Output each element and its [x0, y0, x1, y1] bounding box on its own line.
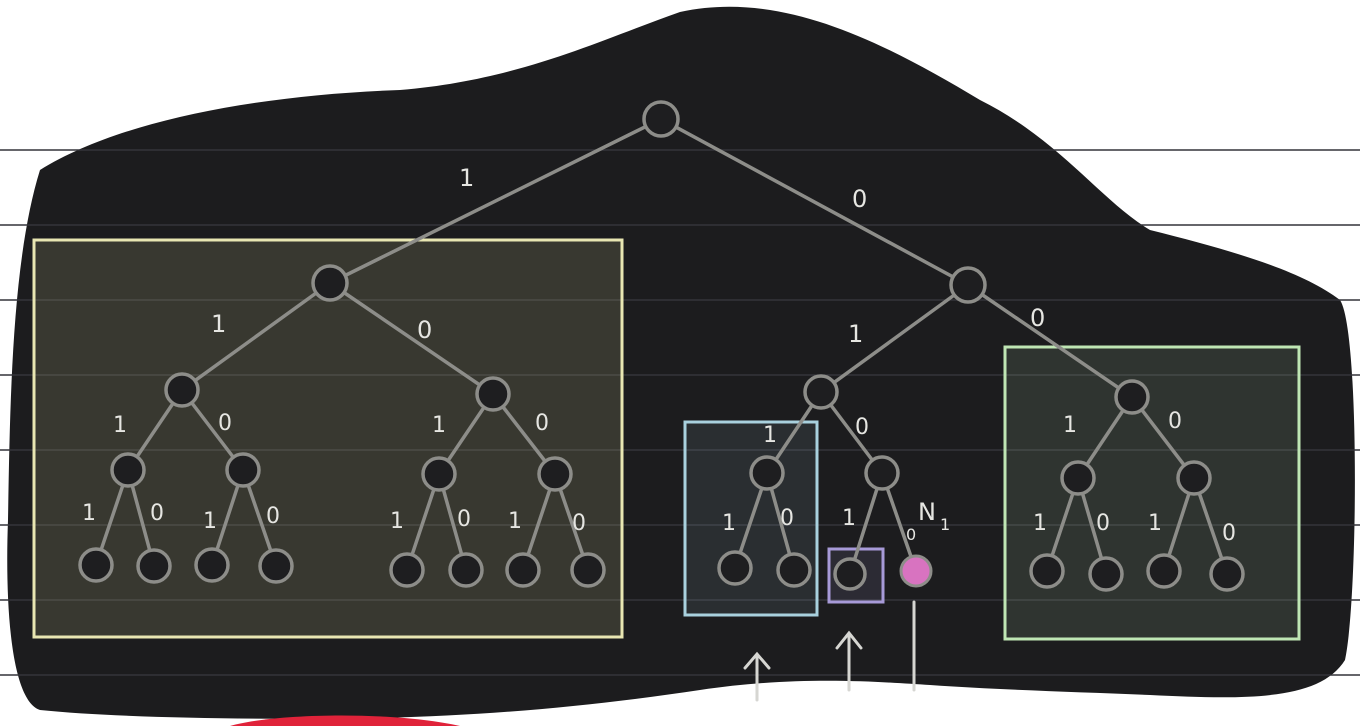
leaf-node	[389, 552, 425, 588]
leaf-node	[1146, 553, 1182, 589]
edge-label: 1	[459, 164, 474, 192]
up-arrow-icon	[835, 630, 863, 692]
leaf-node	[1029, 553, 1065, 589]
edge-label: 1	[1063, 413, 1077, 438]
node-rrr	[1176, 460, 1212, 496]
leaf-node	[776, 552, 812, 588]
edge-label: 0	[1096, 511, 1110, 536]
leaf-node	[136, 548, 172, 584]
tree-nodes	[78, 100, 1245, 592]
edge-label: 0	[417, 316, 432, 344]
pointer-arrows	[743, 600, 916, 702]
edge-label: 0	[855, 415, 869, 440]
edge-labels: 1 0 1 0 1 0 1 0 1 0 1 0 1 0 1 0 1 0 1 0 …	[82, 164, 1236, 546]
edge-label: 0	[852, 185, 867, 213]
edge-label: 1	[842, 506, 856, 531]
marked-node-n1	[899, 554, 933, 588]
edge-label: 0	[780, 506, 794, 531]
leaf-node	[78, 547, 114, 583]
leaf-node	[258, 548, 294, 584]
leaf-node	[1088, 556, 1124, 592]
edge-label: 0	[266, 504, 280, 529]
edge-label: 0	[150, 501, 164, 526]
node-lr	[475, 376, 511, 412]
edge-label: 0	[218, 411, 232, 436]
edge-label: 1	[1148, 511, 1162, 536]
red-smudge	[230, 715, 460, 726]
up-arrow-icon	[743, 651, 771, 702]
node-rlr	[864, 455, 900, 491]
edge-label: 1	[848, 320, 863, 348]
leaf-node-boxed	[833, 557, 867, 591]
edge-label: 0	[906, 525, 916, 544]
edge-label: 0	[1222, 521, 1236, 546]
leaf-node	[570, 552, 606, 588]
node-rl	[803, 374, 839, 410]
leaf-node	[194, 547, 230, 583]
edge-label: 1	[113, 413, 127, 438]
edge-label: 0	[535, 411, 549, 436]
node-root	[642, 100, 680, 138]
right-subtree-box	[1003, 345, 1301, 641]
node-rll	[749, 455, 785, 491]
leaf-node	[505, 552, 541, 588]
node-rrl	[1060, 460, 1096, 496]
leaf-node	[717, 550, 753, 586]
edge-label: 0	[1030, 304, 1045, 332]
leaf-node	[1209, 556, 1245, 592]
node-llr	[225, 452, 261, 488]
dark-background-shape	[7, 6, 1355, 719]
edge-label: 1	[390, 509, 404, 534]
node-lrl	[421, 456, 457, 492]
leaf-node	[448, 552, 484, 588]
edge-label: 1	[211, 310, 226, 338]
node-ll	[164, 372, 200, 408]
n1-label-main: N	[918, 498, 936, 526]
edge-label: 1	[82, 501, 96, 526]
edge-label: 1	[763, 423, 777, 448]
node-lll	[110, 452, 146, 488]
edge-label: 1	[432, 413, 446, 438]
edge-label: 0	[1168, 409, 1182, 434]
edge-label: 1	[1033, 511, 1047, 536]
edge-label: 1	[203, 509, 217, 534]
node-r1	[949, 266, 987, 304]
node-l1	[311, 264, 349, 302]
edge-label: 0	[457, 507, 471, 532]
n1-label-subscript: 1	[940, 515, 950, 534]
node-lrr	[537, 456, 573, 492]
node-rr	[1114, 379, 1150, 415]
edge-label: 0	[572, 511, 586, 536]
edge-label: 1	[508, 509, 522, 534]
edge-label: 1	[722, 511, 736, 536]
n1-label: N 1	[918, 498, 950, 534]
